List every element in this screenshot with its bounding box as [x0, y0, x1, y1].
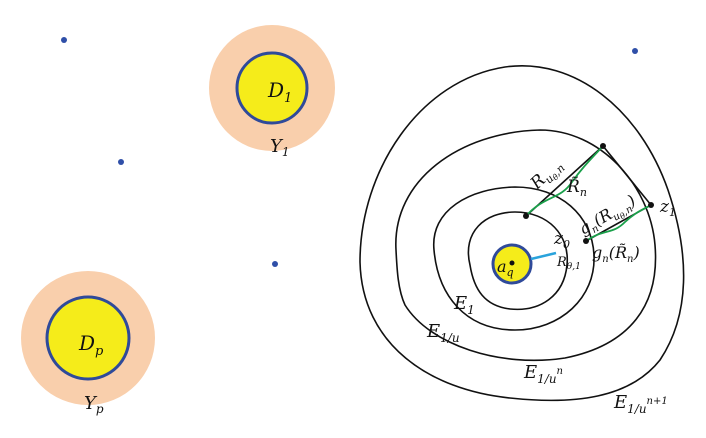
scatter-dot [632, 48, 638, 54]
curve-e1un1 [359, 65, 685, 402]
segment-r-theta-1 [530, 251, 557, 261]
curve-e1u [395, 129, 657, 362]
label-r-theta-1: Rθ,1 [556, 255, 581, 272]
disk-dp [45, 295, 131, 381]
scatter-dot [61, 37, 67, 43]
label-e1u: E1/u [426, 321, 460, 345]
label-r-u-theta-n: Ruθ,n [526, 155, 568, 197]
curve-r-tilde-n [525, 145, 604, 217]
disk-d1 [235, 51, 309, 125]
label-z1: z1 [659, 197, 676, 219]
disk-dp-group: Dp Yp [21, 271, 155, 416]
point-aq [509, 260, 515, 266]
point-z1 [648, 202, 654, 208]
scatter-dot [118, 159, 124, 165]
label-gn-r-tilde-n: gn(R̃n) [592, 243, 640, 265]
label-aq: aq [497, 257, 514, 279]
label-e1: E1 [453, 293, 475, 317]
label-dp: Dp [78, 331, 104, 359]
point-gn [583, 238, 589, 244]
label-z0: z0 [553, 229, 570, 251]
label-e1un: E1/un [523, 362, 563, 386]
label-d1: D1 [267, 78, 292, 106]
point-z0-inner [523, 213, 529, 219]
disk-aq-group: aq [491, 243, 533, 285]
label-y1: Y1 [270, 136, 290, 159]
label-yp: Yp [84, 393, 104, 416]
label-r-tilde-n: R̃n [566, 177, 587, 199]
disk-d1-group: D1 Y1 [209, 25, 335, 159]
curve-e1-inner [467, 211, 568, 311]
point-top [600, 143, 606, 149]
curve-gn-r-tilde [585, 204, 652, 242]
curve-e1 [433, 186, 595, 331]
segment-right-edge [602, 145, 652, 206]
label-e1un1: E1/un+1 [613, 392, 668, 416]
scatter-dot [272, 261, 278, 267]
